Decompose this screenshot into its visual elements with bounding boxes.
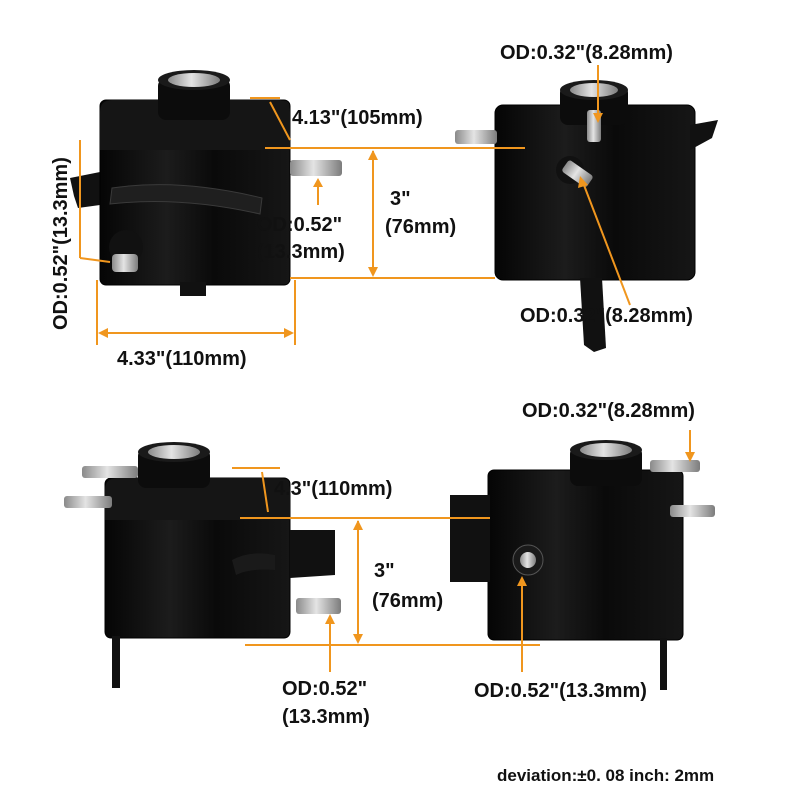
dimension-lines <box>79 65 695 672</box>
fitting-od-label-mm: (13.3mm) <box>282 706 370 728</box>
height-dimension-label: 3" <box>374 560 395 582</box>
fitting-od-label: OD:0.52" <box>282 678 368 700</box>
hose-fitting <box>82 466 138 478</box>
deviation-note: deviation:±0. 08 inch: 2mm <box>497 766 715 785</box>
hose-fitting <box>562 160 593 187</box>
weld-strap <box>109 184 263 215</box>
mounting-bracket <box>690 120 718 150</box>
height-dimension-label-mm: (76mm) <box>385 216 457 238</box>
tank-view-top-left <box>70 70 342 296</box>
hose-fitting <box>112 254 138 272</box>
height-dimension-label: 3" <box>390 188 411 210</box>
fitting-od-label: OD:0.32"(8.28mm) <box>520 305 693 327</box>
fitting-od-label: OD:0.32"(8.28mm) <box>522 400 695 422</box>
hose-fitting <box>670 505 715 517</box>
fitting-od-label: OD:0.52" <box>257 214 343 236</box>
side-fitting-od-label: OD:0.52"(13.3mm) <box>50 157 72 330</box>
mounting-bracket <box>580 278 606 352</box>
mounting-bracket <box>290 530 335 578</box>
hose-fitting <box>290 160 342 176</box>
height-dimension-label-mm: (76mm) <box>372 590 444 612</box>
depth-dimension-label: 4.3"(110mm) <box>274 478 393 500</box>
hose-fitting <box>455 130 497 144</box>
mounting-bracket <box>70 172 100 208</box>
mounting-bracket <box>450 495 490 582</box>
hose-fitting <box>64 496 112 508</box>
width-dimension-label: 4.33"(110mm) <box>117 348 247 370</box>
hose-fitting <box>650 460 700 472</box>
hose-fitting <box>296 598 341 614</box>
fitting-od-label: OD:0.32"(8.28mm) <box>500 42 673 64</box>
fitting-od-label-mm: (13.3mm) <box>257 241 345 263</box>
depth-dimension-label: 4.13"(105mm) <box>292 107 423 129</box>
tank-view-top-right <box>455 80 718 352</box>
tank-view-bottom-right <box>450 440 715 690</box>
fitting-od-label: OD:0.52"(13.3mm) <box>474 680 647 702</box>
